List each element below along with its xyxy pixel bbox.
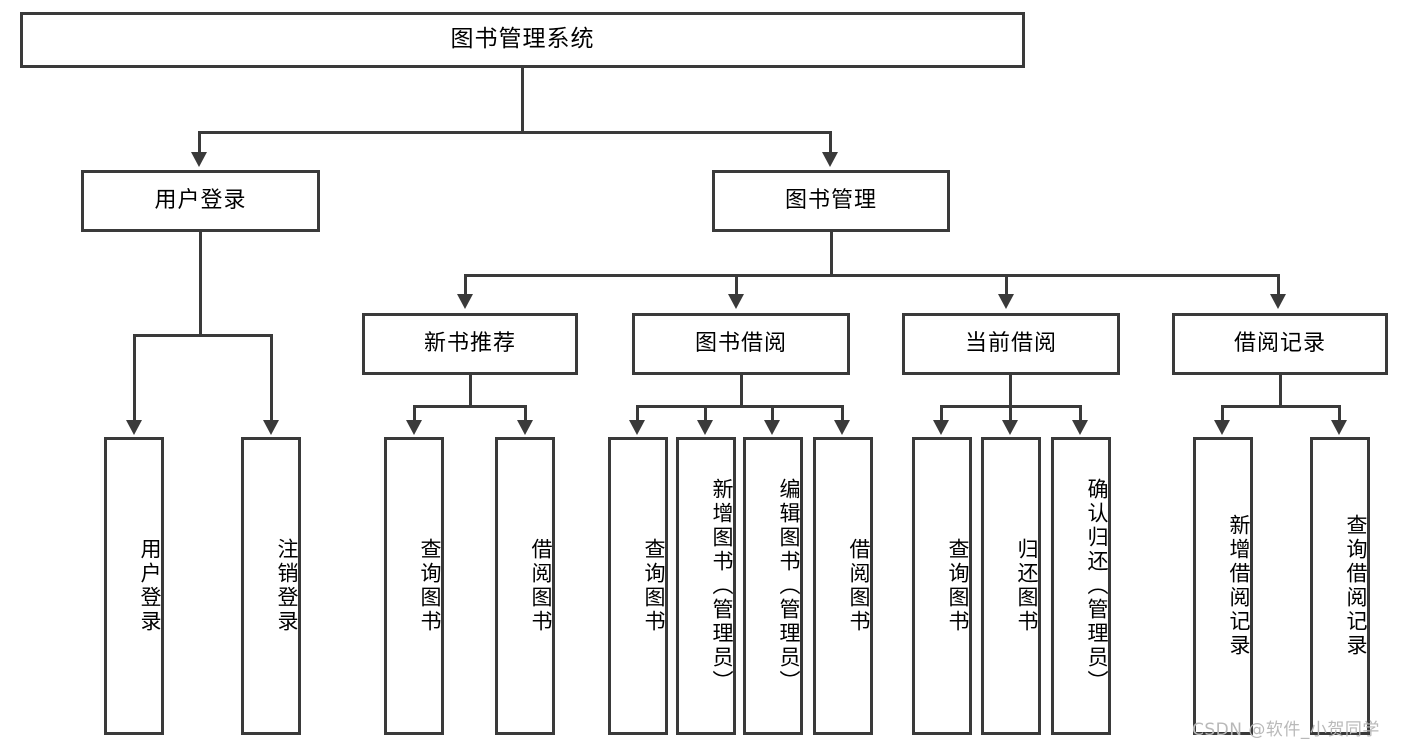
connector-cb-stem [1009,375,1012,407]
arrow-to-leaf-cb-3 [1072,420,1088,435]
node-label: 新增借阅记录 [1227,514,1251,658]
node-label: 借阅记录 [1233,330,1326,356]
node-label: 归还图书 [1015,538,1039,634]
node-label: 查询图书 [418,538,442,634]
node-new-book-recommend[interactable]: 新书推荐 [362,313,578,375]
arrow-to-leaf-cb-2 [1002,420,1018,435]
arrow-to-leaf-bb-3 [764,420,780,435]
connector-user-login-stem [199,232,202,336]
node-root-book-management-system[interactable]: 图书管理系统 [20,12,1025,68]
connector-br-bus [1221,405,1341,408]
arrow-to-leaf-br-2 [1331,420,1347,435]
arrow-to-current-borrow [998,294,1014,309]
connector-nbr-bus [413,405,527,408]
connector-bb-stem [740,375,743,407]
arrow-to-leaf-logout [263,420,279,435]
connector-root-bus [198,131,832,134]
node-label: 借阅图书 [847,538,871,634]
node-label: 当前借阅 [964,330,1057,356]
node-label: 新书推荐 [423,330,516,356]
node-user-login[interactable]: 用户登录 [81,170,320,232]
connector-nbr-leg-2 [524,405,527,422]
connector-bm-leg-3 [1005,274,1008,296]
arrow-to-leaf-cb-1 [933,420,949,435]
connector-user-login-leg-2 [270,334,273,422]
connector-bb-leg-4 [841,405,844,422]
connector-user-login-bus [133,334,273,337]
connector-cb-leg-2 [1009,405,1012,422]
node-label: 注销登录 [275,538,299,634]
node-label: 借阅图书 [529,538,553,634]
connector-nbr-stem [469,375,472,407]
leaf-user-login[interactable]: 用户登录 [104,437,164,735]
node-label: 新增图书（管理员） [710,478,734,694]
watermark-text: CSDN @软件_小贺同学 [1192,720,1380,740]
arrow-to-new-book-recommend [457,294,473,309]
node-label: 图书管理 [784,187,877,213]
arrow-to-leaf-nbr-1 [406,420,422,435]
arrow-to-leaf-user-login [126,420,142,435]
leaf-bb-edit-book-admin[interactable]: 编辑图书（管理员） [743,437,803,735]
arrow-to-leaf-bb-4 [834,420,850,435]
arrow-to-user-login [191,152,207,167]
connector-cb-leg-1 [940,405,943,422]
leaf-nbr-borrow-book[interactable]: 借阅图书 [495,437,555,735]
connector-bb-leg-1 [636,405,639,422]
leaf-bb-borrow-book[interactable]: 借阅图书 [813,437,873,735]
node-book-borrow[interactable]: 图书借阅 [632,313,850,375]
connector-bb-bus [636,405,844,408]
arrow-to-book-borrow [728,294,744,309]
connector-br-leg-2 [1338,405,1341,422]
leaf-nbr-query-book[interactable]: 查询图书 [384,437,444,735]
connector-br-stem [1279,375,1282,407]
arrow-to-leaf-bb-2 [697,420,713,435]
leaf-cb-confirm-return-admin[interactable]: 确认归还（管理员） [1051,437,1111,735]
node-label: 图书借阅 [694,330,787,356]
node-label: 查询图书 [642,538,666,634]
node-book-management[interactable]: 图书管理 [712,170,950,232]
connector-br-leg-1 [1221,405,1224,422]
leaf-bb-query-book[interactable]: 查询图书 [608,437,668,735]
node-label: 查询借阅记录 [1344,514,1368,658]
node-label: 用户登录 [138,538,162,634]
connector-root-stem [521,68,524,133]
connector-book-management-bus [464,274,1280,277]
node-label: 查询图书 [946,538,970,634]
leaf-cb-query-book[interactable]: 查询图书 [912,437,972,735]
leaf-bb-add-book-admin[interactable]: 新增图书（管理员） [676,437,736,735]
arrow-to-leaf-bb-1 [629,420,645,435]
arrow-to-leaf-nbr-2 [517,420,533,435]
arrow-to-leaf-br-1 [1214,420,1230,435]
arrow-to-borrow-record [1270,294,1286,309]
leaf-cb-return-book[interactable]: 归还图书 [981,437,1041,735]
connector-bm-leg-4 [1277,274,1280,296]
connector-nbr-leg-1 [413,405,416,422]
node-label: 编辑图书（管理员） [777,478,801,694]
node-borrow-record[interactable]: 借阅记录 [1172,313,1388,375]
leaf-br-add-record[interactable]: 新增借阅记录 [1193,437,1253,735]
connector-bb-leg-3 [771,405,774,422]
connector-bm-leg-1 [464,274,467,296]
node-label: 用户登录 [154,187,247,213]
connector-bm-leg-2 [735,274,738,296]
node-label: 图书管理系统 [450,26,595,53]
leaf-logout[interactable]: 注销登录 [241,437,301,735]
arrow-to-book-management [822,152,838,167]
node-current-borrow[interactable]: 当前借阅 [902,313,1120,375]
connector-cb-leg-3 [1079,405,1082,422]
leaf-br-query-record[interactable]: 查询借阅记录 [1310,437,1370,735]
connector-book-management-stem [830,232,833,276]
connector-user-login-leg-1 [133,334,136,422]
node-label: 确认归还（管理员） [1085,478,1109,694]
connector-root-leg-right [829,131,832,154]
connector-bb-leg-2 [704,405,707,422]
connector-root-leg-left [198,131,201,154]
